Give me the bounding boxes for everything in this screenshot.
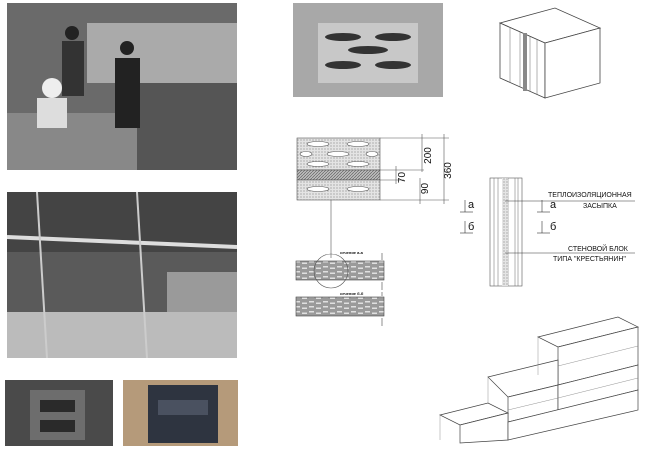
dim-200: 200: [422, 147, 434, 164]
callout-insulation-line2: ЗАСЫПКА: [583, 203, 617, 210]
photo-block-detail-2: [123, 380, 238, 446]
dim-70: 70: [397, 171, 409, 184]
marker-a-left: а: [468, 199, 475, 211]
callout-block-line2: ТИПА "КРЕСТЬЯНИН": [553, 256, 626, 263]
photo-wall-construction-site: [7, 192, 237, 358]
dim-360: 360: [442, 162, 454, 179]
dim-90: 90: [420, 182, 432, 195]
marker-b-left: б: [468, 221, 475, 233]
photo-workers-building-wall: [7, 3, 237, 170]
isometric-stepped-wall-drawing: [438, 316, 640, 444]
wall-plan-sections: [295, 253, 385, 326]
isometric-block-drawing: [498, 7, 602, 99]
wall-vertical-section: [460, 177, 635, 287]
photo-block-detail-1: [5, 380, 113, 446]
block-cross-section-drawing: [296, 134, 449, 258]
marker-a-right: а: [550, 199, 557, 211]
callout-insulation-line1: ТЕПЛОИЗОЛЯЦИОННАЯ: [548, 192, 632, 199]
photo-hollow-block: [293, 3, 443, 97]
callout-block-line1: СТЕНОВОЙ БЛОК: [568, 246, 628, 253]
marker-b-right: б: [550, 221, 557, 233]
section-label-a: сечение а-а: [340, 250, 363, 255]
section-label-b: сечение б-б: [340, 291, 364, 296]
